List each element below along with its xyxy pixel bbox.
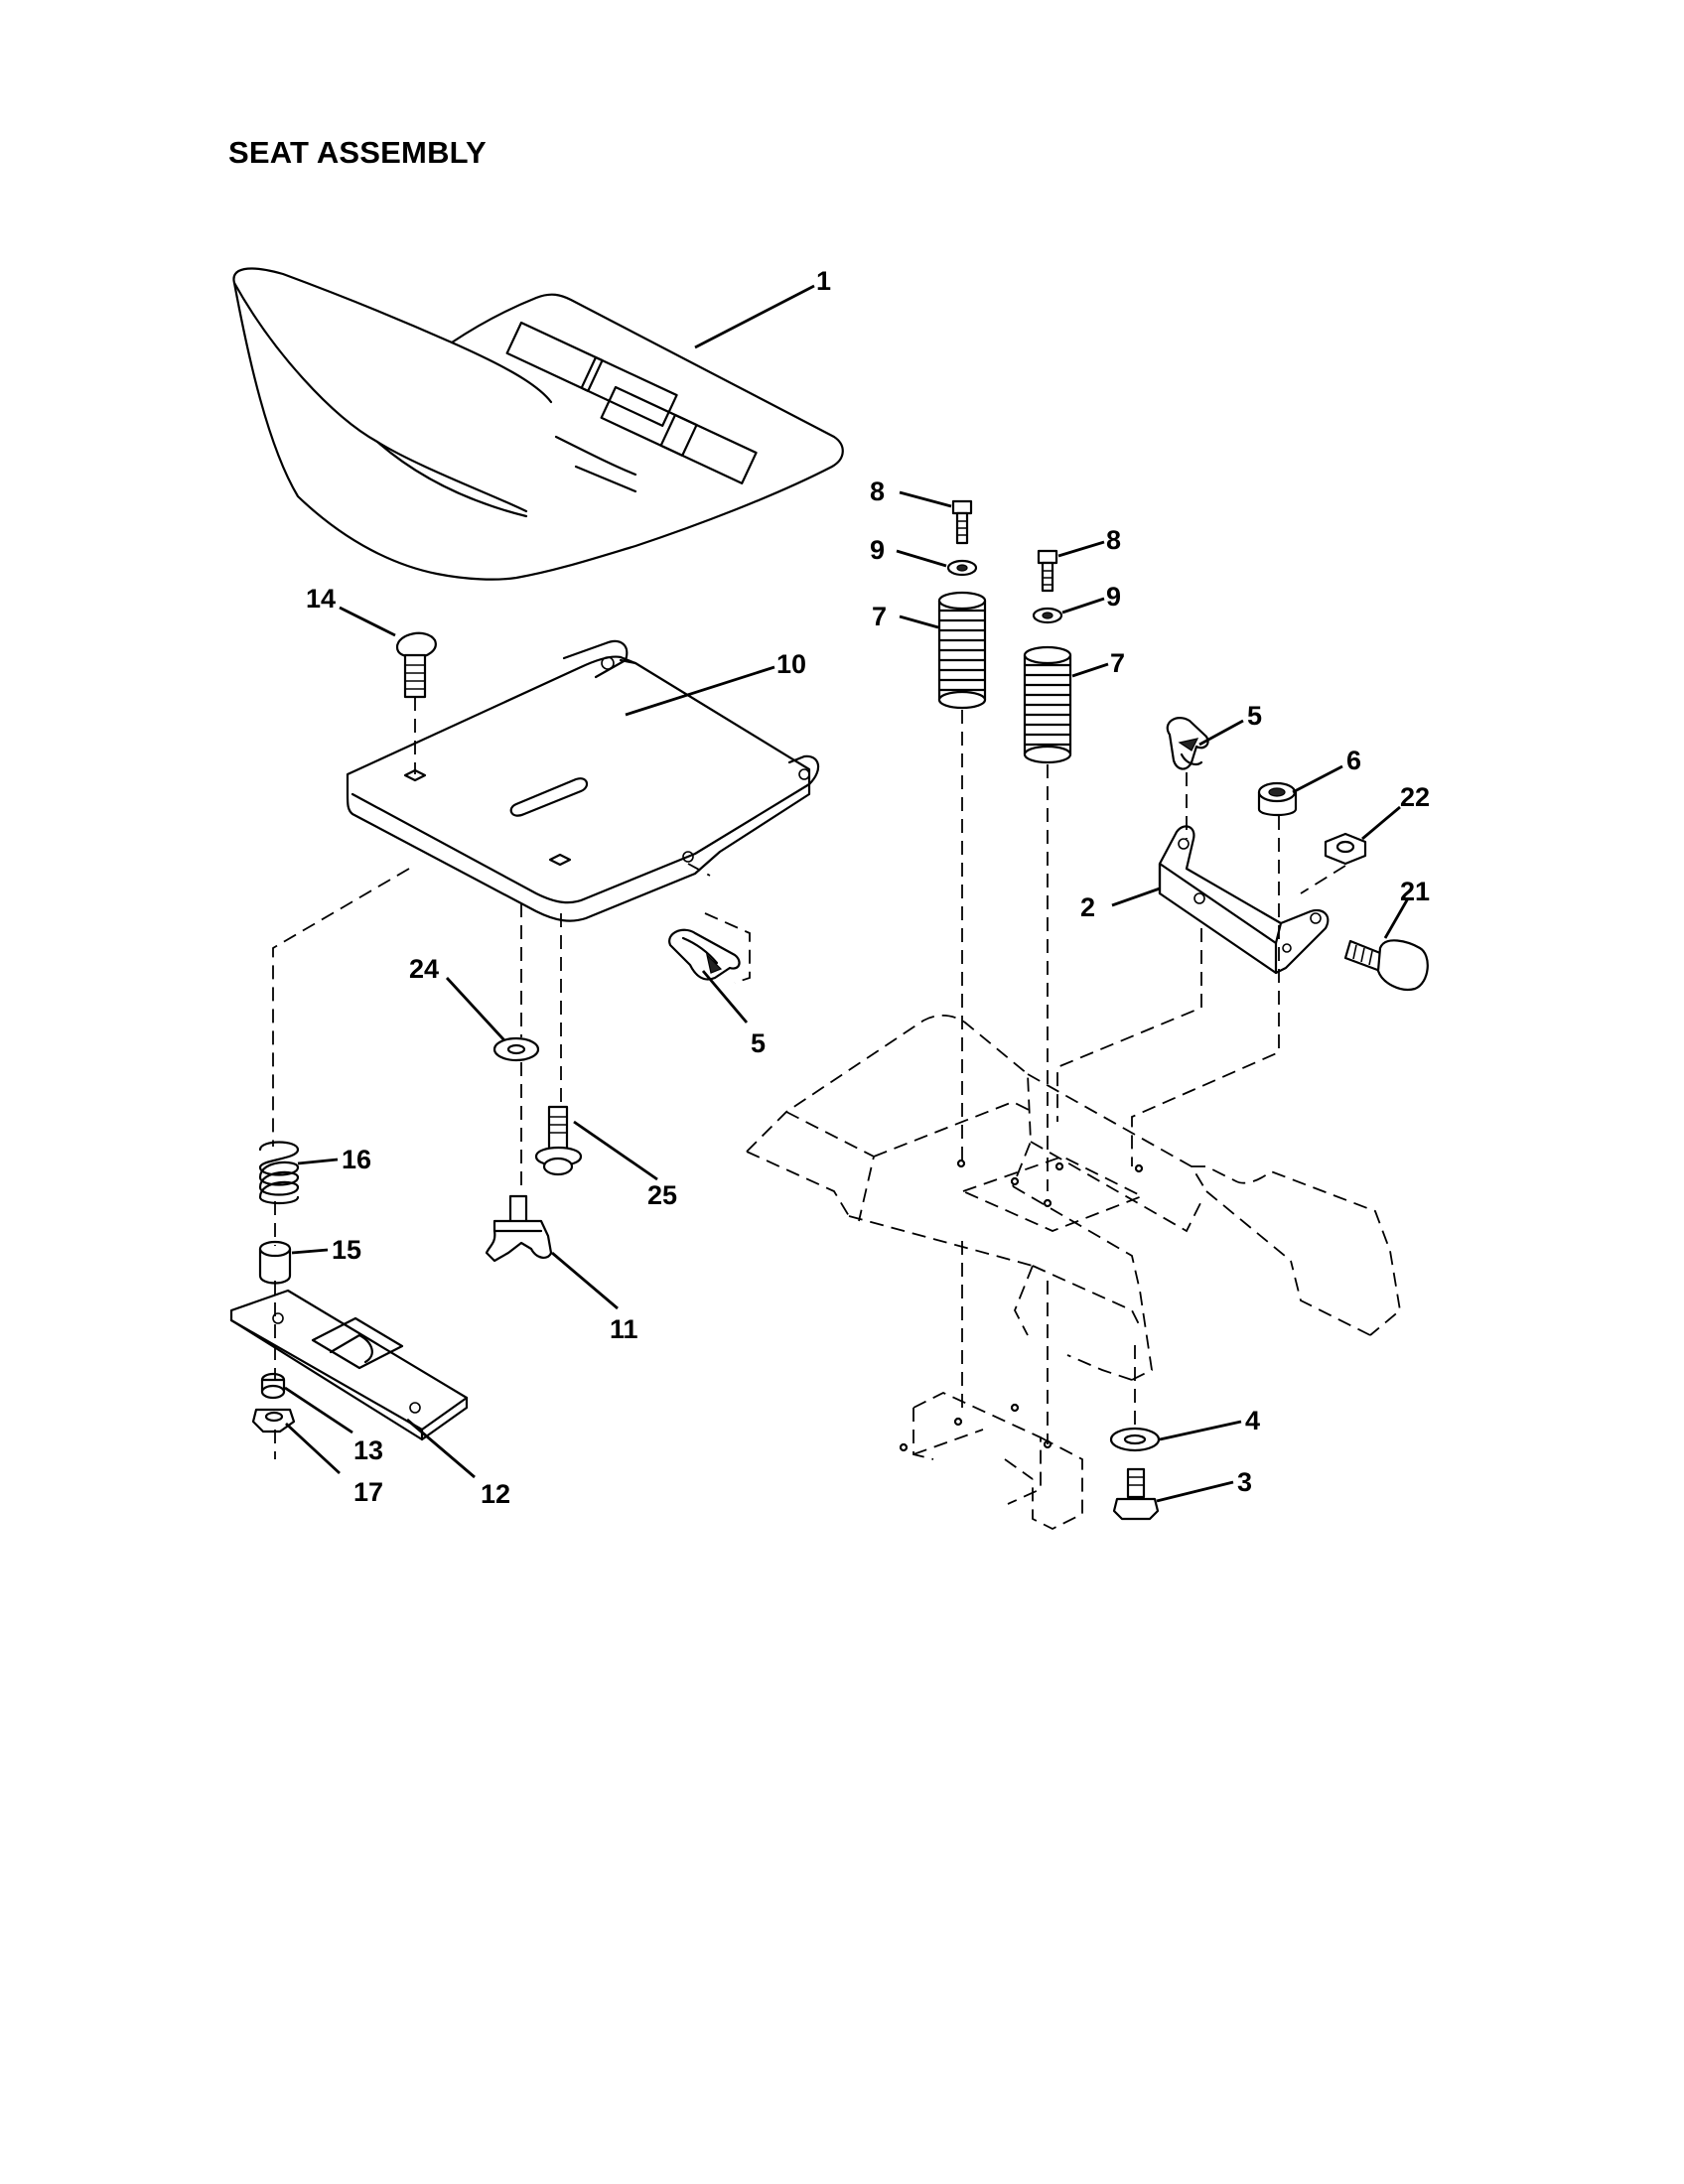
clip-left (668, 928, 741, 981)
callout-24: 24 (409, 954, 439, 984)
washer-9-right (1032, 607, 1063, 624)
callout-9-right: 9 (1106, 582, 1121, 612)
shoulder-bolt-25 (534, 1105, 583, 1176)
callout-10: 10 (776, 649, 806, 679)
callout-7-right: 7 (1110, 648, 1125, 678)
spring-7-right (1023, 645, 1072, 764)
callout-4: 4 (1245, 1406, 1260, 1435)
callout-3: 3 (1237, 1467, 1252, 1497)
callout-22: 22 (1400, 782, 1430, 812)
callout-13: 13 (353, 1435, 383, 1465)
callout-1: 1 (816, 266, 831, 296)
leader-lines (284, 284, 1410, 1503)
callout-21: 21 (1400, 877, 1430, 906)
seat-pan (346, 639, 820, 922)
spring-7-left (937, 591, 987, 710)
slide-bracket (229, 1289, 469, 1441)
washer-24 (492, 1036, 540, 1062)
callout-5-right: 5 (1247, 701, 1262, 731)
callout-12: 12 (481, 1479, 510, 1509)
assembly-centerlines (272, 697, 1346, 1459)
page-title: SEAT ASSEMBLY (228, 135, 487, 170)
seat (232, 267, 844, 581)
callout-2: 2 (1080, 892, 1095, 922)
callout-7-left: 7 (872, 602, 887, 631)
shoulder-bolt-21 (1343, 939, 1429, 991)
callout-14: 14 (306, 584, 336, 614)
pivot-bracket (1158, 825, 1330, 975)
nut-13 (260, 1372, 286, 1400)
callout-labels: 1 14 10 5 24 25 16 15 11 13 17 12 8 9 7 … (306, 266, 1430, 1509)
callout-15: 15 (332, 1235, 361, 1265)
callout-25: 25 (647, 1180, 677, 1210)
fender-frame-phantom (746, 1015, 1401, 1531)
carriage-bolt (395, 631, 437, 699)
bolt-8-right (1037, 549, 1058, 593)
clip-right (1166, 717, 1209, 770)
callout-9-left: 9 (870, 535, 885, 565)
washer-9-left (946, 559, 978, 577)
callout-17: 17 (353, 1477, 383, 1507)
callout-11: 11 (610, 1314, 638, 1344)
spring-16 (258, 1141, 300, 1205)
bolt-8-left (951, 499, 973, 545)
washer-4 (1109, 1427, 1161, 1452)
callout-8-left: 8 (870, 477, 885, 506)
wing-knob (485, 1194, 553, 1263)
callout-8-right: 8 (1106, 525, 1121, 555)
hex-bolt-3 (1112, 1467, 1160, 1521)
callout-16: 16 (342, 1145, 371, 1174)
nut-22 (1324, 832, 1367, 866)
callout-5-left: 5 (751, 1028, 766, 1058)
nut-6 (1257, 781, 1298, 817)
callout-6: 6 (1346, 746, 1361, 775)
nut-17 (251, 1408, 296, 1433)
spacer-15 (258, 1240, 292, 1285)
